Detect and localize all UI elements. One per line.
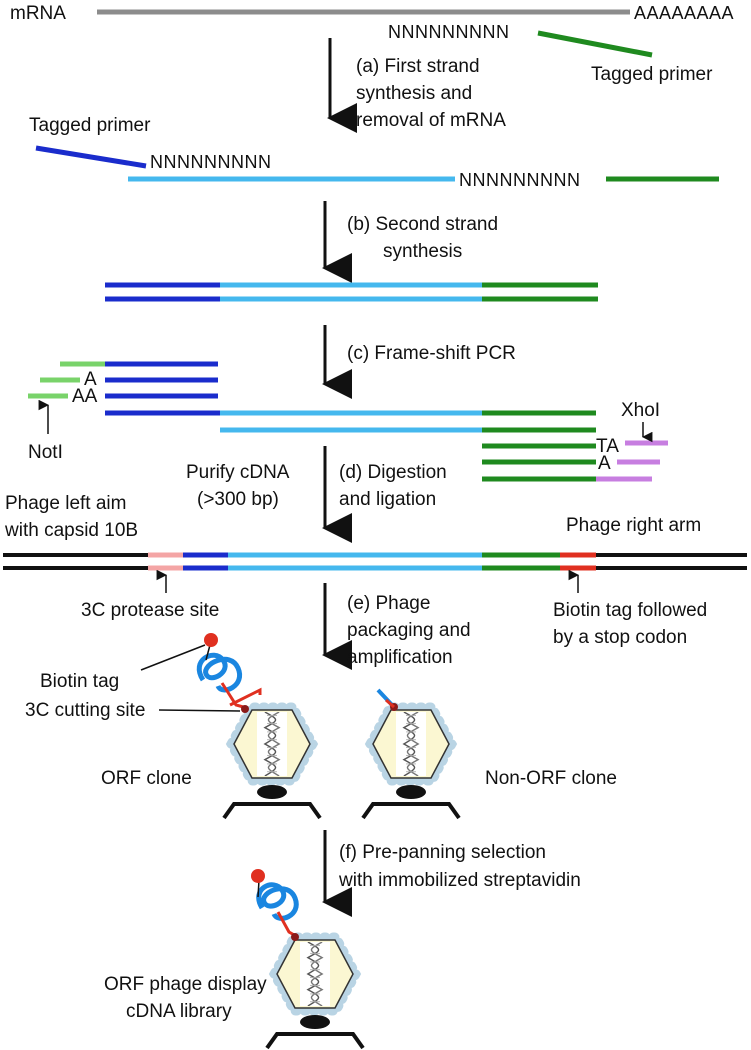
svg-text:(b) Second strand: (b) Second strand xyxy=(347,214,498,235)
step-b-label: (b) Second strand synthesis xyxy=(347,214,498,262)
pcr-aa-left: AA xyxy=(72,386,98,407)
svg-text:and ligation: and ligation xyxy=(339,489,436,510)
n-seq-left: NNNNNNNNN xyxy=(150,152,272,172)
biotin-stop-label-2: by a stop codon xyxy=(553,627,687,648)
cutting-site-label: 3C cutting site xyxy=(25,700,145,721)
svg-text:(>300 bp): (>300 bp) xyxy=(197,489,279,510)
svg-text:Purify cDNA: Purify cDNA xyxy=(186,462,290,483)
mrna-section: mRNA AAAAAAAA NNNNNNNNN Tagged primer xyxy=(10,3,734,85)
biotin-tag-pointer xyxy=(140,644,206,671)
library-label: ORF phage display xyxy=(104,974,267,995)
random-n-sequence: NNNNNNNNN xyxy=(388,22,510,42)
orf-library-phage: ORF phage display cDNA library xyxy=(104,869,365,1050)
tagged-primer-label-left: Tagged primer xyxy=(29,115,151,136)
library-label-2: cDNA library xyxy=(126,1001,232,1022)
pcr-a-left: A xyxy=(84,369,97,390)
protease-site-label: 3C protease site xyxy=(81,600,219,621)
right-arm-label: Phage right arm xyxy=(566,515,701,536)
cutting-site-pointer xyxy=(158,709,241,712)
tagged-primer-green xyxy=(537,30,653,58)
left-arm-label-2: with capsid 10B xyxy=(4,520,138,541)
frame-shift-pcr-products: A AA TA A NotI XhoI xyxy=(28,361,668,482)
n-seq-right: NNNNNNNNN xyxy=(459,170,581,190)
svg-text:(f) Pre-panning selection: (f) Pre-panning selection xyxy=(339,842,546,863)
tagged-primer-label-right: Tagged primer xyxy=(591,64,713,85)
left-arm-label: Phage left aim xyxy=(5,493,126,514)
orf-clone-phage: Biotin tag 3C cutting site ORF clone xyxy=(25,633,322,820)
svg-text:removal of mRNA: removal of mRNA xyxy=(356,110,506,131)
svg-text:amplification: amplification xyxy=(347,647,453,668)
svg-text:synthesis: synthesis xyxy=(383,241,462,262)
phage-vector-construct: Phage left aim with capsid 10B Phage rig… xyxy=(3,493,747,648)
step-e-label: (e) Phage packaging and amplification xyxy=(347,593,471,668)
biotin-tag-label: Biotin tag xyxy=(40,671,119,692)
non-orf-clone-phage: Non-ORF clone xyxy=(361,688,617,820)
svg-text:(a) First strand: (a) First strand xyxy=(356,56,480,77)
svg-text:(d) Digestion: (d) Digestion xyxy=(339,462,447,483)
orf-clone-label: ORF clone xyxy=(101,768,192,789)
svg-text:packaging and: packaging and xyxy=(347,620,471,641)
step-f-label: (f) Pre-panning selection with immobiliz… xyxy=(338,842,581,891)
step-a-label: (a) First strand synthesis and removal o… xyxy=(356,56,506,131)
svg-text:(e) Phage: (e) Phage xyxy=(347,593,430,614)
tagged-primer-blue xyxy=(35,145,147,169)
non-orf-clone-label: Non-ORF clone xyxy=(485,768,617,789)
pcr-a-right: A xyxy=(598,453,611,474)
mrna-label: mRNA xyxy=(10,3,66,24)
pcr-ta-right: TA xyxy=(596,436,619,457)
first-strand-section: Tagged primer NNNNNNNNN NNNNNNNNN xyxy=(29,115,719,190)
biotin-stop-label: Biotin tag followed xyxy=(553,600,707,621)
step-c-label: (c) Frame-shift PCR xyxy=(347,343,516,364)
step-d-label: Purify cDNA (>300 bp) (d) Digestion and … xyxy=(186,462,447,510)
svg-text:synthesis and: synthesis and xyxy=(356,83,472,104)
polyA-tail: AAAAAAAA xyxy=(634,3,734,23)
noti-label: NotI xyxy=(28,442,63,463)
xhoi-label: XhoI xyxy=(621,400,660,421)
double-strand-cdna xyxy=(105,282,598,302)
svg-text:with immobilized streptavidin: with immobilized streptavidin xyxy=(338,870,581,891)
